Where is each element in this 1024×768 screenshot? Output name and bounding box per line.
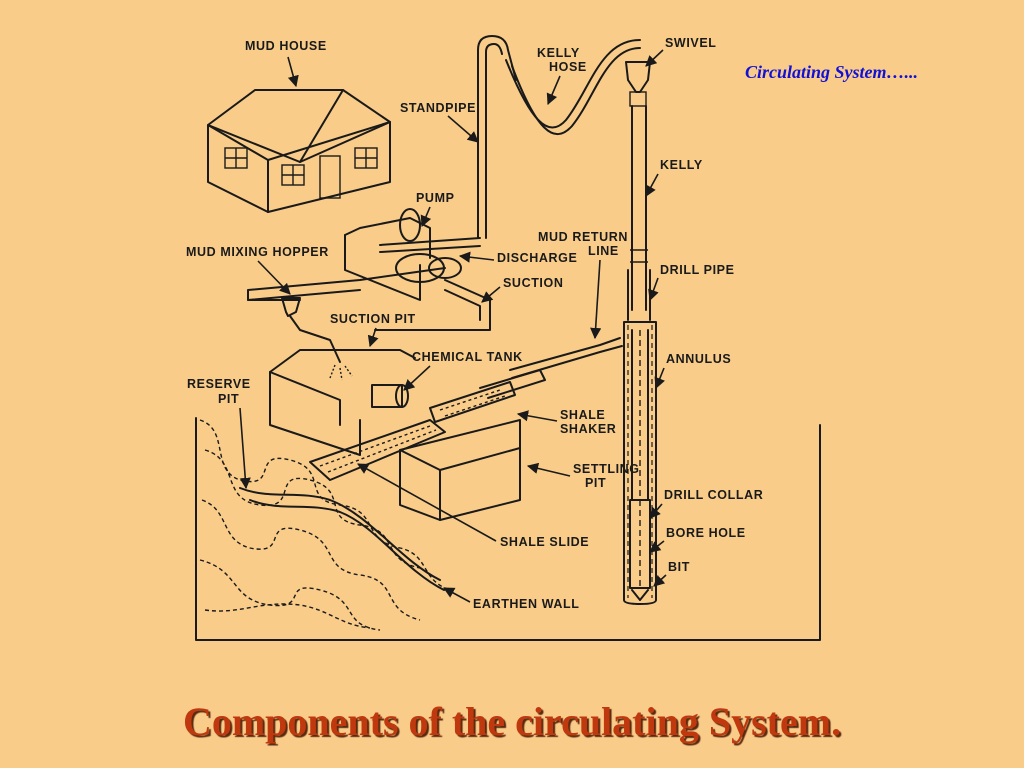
label-annulus: ANNULUS	[666, 352, 731, 366]
header-label: Circulating System…...	[745, 62, 919, 82]
label-reserve-pit-line1: RESERVE	[187, 377, 251, 391]
label-kelly-hose-line2: HOSE	[549, 60, 587, 74]
label-suction: SUCTION	[503, 276, 563, 290]
label-pump: PUMP	[416, 191, 455, 205]
slide-title: Components of the circulating System.	[182, 699, 842, 744]
mud-house-drawing	[207, 89, 391, 213]
label-shale-shaker-line2: SHAKER	[560, 422, 616, 436]
label-drill-collar: DRILL COLLAR	[664, 488, 763, 502]
kelly-assembly-drawing	[625, 61, 651, 321]
label-mud-house: MUD HOUSE	[245, 39, 327, 53]
leader-arrows	[239, 49, 667, 603]
label-kelly: KELLY	[660, 158, 703, 172]
label-suction-pit: SUCTION PIT	[330, 312, 416, 326]
label-bore-hole: BORE HOLE	[666, 526, 746, 540]
label-shale-shaker-line1: SHALE	[560, 408, 605, 422]
label-mud-return-line1: MUD RETURN	[538, 230, 628, 244]
reserve-pit-drawing	[199, 419, 451, 631]
label-bit: BIT	[668, 560, 690, 574]
label-reserve-pit-line2: PIT	[218, 392, 239, 406]
label-earthen-wall: EARTHEN WALL	[473, 597, 580, 611]
pits-drawing	[269, 349, 546, 521]
ground-outline	[195, 417, 821, 641]
label-mud-return-line2: LINE	[588, 244, 619, 258]
label-kelly-hose-line1: KELLY	[537, 46, 580, 60]
label-swivel: SWIVEL	[665, 36, 717, 50]
label-settling-pit-line2: PIT	[585, 476, 606, 490]
label-settling-pit-line1: SETTLING	[573, 462, 640, 476]
label-chemical-tank: CHEMICAL TANK	[412, 350, 523, 364]
standpipe-drawing	[477, 35, 641, 239]
pump-drawing	[344, 208, 481, 301]
label-shale-slide: SHALE SLIDE	[500, 535, 589, 549]
label-mud-mixing-hopper: MUD MIXING HOPPER	[186, 245, 329, 259]
label-standpipe: STANDPIPE	[400, 101, 476, 115]
label-discharge: DISCHARGE	[497, 251, 577, 265]
label-drill-pipe: DRILL PIPE	[660, 263, 735, 277]
